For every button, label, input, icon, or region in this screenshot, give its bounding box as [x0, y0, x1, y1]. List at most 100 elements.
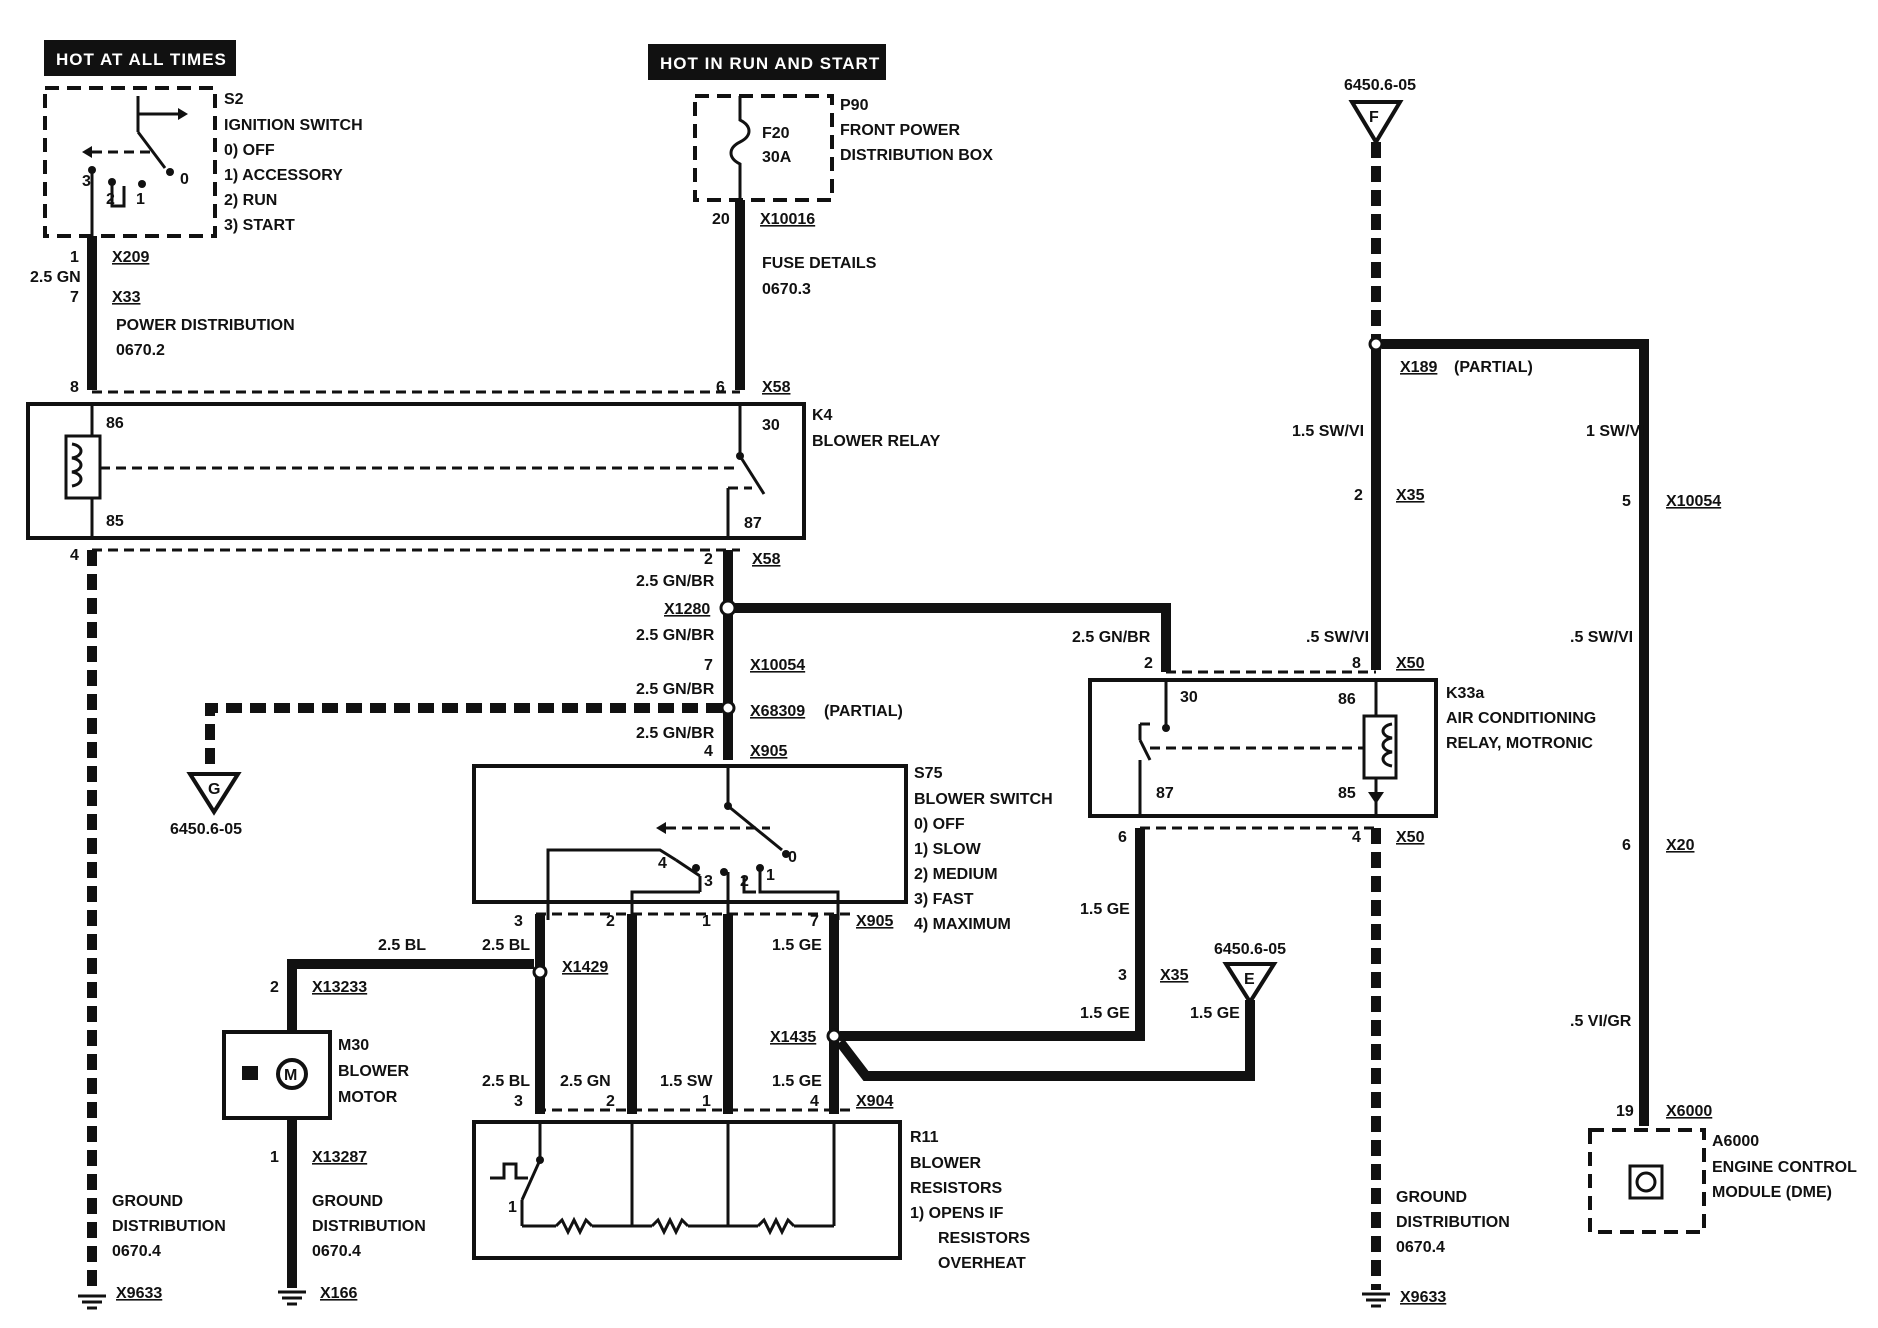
ground3-c: 0670.4	[1396, 1239, 1445, 1256]
wire-ge-2: 1.5 GE	[772, 1073, 822, 1090]
k4-terminal-30: 30	[762, 417, 780, 434]
s75-pin-7: 7	[810, 913, 819, 930]
ref-g-number: 6450.6-05	[170, 821, 242, 838]
connector-x166: X166	[320, 1285, 357, 1302]
wire-ge-1: 1.5 GE	[772, 937, 822, 954]
wire-ge-3: 1.5 GE	[1080, 1005, 1130, 1022]
pin-x10054-5: 5	[1622, 493, 1631, 510]
ac-relay-box	[1088, 678, 1438, 818]
pin-x35-2: 2	[1354, 487, 1363, 504]
dme-module-icon	[1628, 1164, 1664, 1200]
connector-x1435: X1435	[770, 1029, 816, 1046]
hot-at-all-times-label: HOT AT ALL TIMES	[56, 50, 227, 69]
k33a-id: K33a	[1446, 685, 1484, 702]
splice-x1429	[532, 964, 548, 980]
s2-pos-2: 2) RUN	[224, 192, 277, 209]
connector-x20: X20	[1666, 837, 1695, 854]
pin-k4-6: 6	[716, 379, 725, 396]
ground2-a: GROUND	[312, 1193, 383, 1210]
s2-pos-3: 3) START	[224, 217, 295, 234]
motor-feed-wire	[287, 959, 534, 1032]
connector-x50-bottom: X50	[1396, 829, 1425, 846]
blower-resistors-symbol	[490, 1122, 836, 1236]
k33a-terminal-30: 30	[1180, 689, 1198, 706]
r11-note2: RESISTORS	[938, 1230, 1031, 1247]
wire-gnbr-3: 2.5 GN/BR	[636, 681, 715, 698]
m30-name1: BLOWER	[338, 1063, 410, 1080]
blower-relay-contact	[726, 404, 766, 538]
wire-gnbr-2: 2.5 GN/BR	[636, 627, 715, 644]
r11-pin-1: 1	[702, 1093, 711, 1110]
power-distribution-label: POWER DISTRIBUTION	[116, 317, 295, 334]
k33a-terminal-85: 85	[1338, 785, 1356, 802]
x189-partial: (PARTIAL)	[1454, 359, 1533, 376]
s75-id: S75	[914, 765, 943, 782]
power-distribution-ref: 0670.2	[116, 342, 165, 359]
r11-note1: 1) OPENS IF	[910, 1205, 1004, 1222]
pin-x13287: 1	[270, 1149, 279, 1166]
ground3-b: DISTRIBUTION	[1396, 1214, 1510, 1231]
wire-bl-2: 2.5 BL	[482, 937, 530, 954]
wire-sw: 1.5 SW	[660, 1073, 713, 1090]
wire-swvi-1: 1.5 SW/VI	[1292, 423, 1364, 440]
r11-pin-4: 4	[810, 1093, 819, 1110]
s75-contact-3: 3	[704, 873, 713, 890]
ground-symbol-x9633-right	[1362, 1292, 1390, 1308]
connector-x33: X33	[112, 289, 141, 306]
s2-pin0: 0	[180, 171, 189, 188]
blower-motor-m: M	[284, 1067, 297, 1084]
k4-name: BLOWER RELAY	[812, 433, 941, 450]
k33a-terminal-87: 87	[1156, 785, 1174, 802]
connector-x68309: X68309	[750, 703, 805, 720]
p90-name1: FRONT POWER	[840, 122, 960, 139]
connector-x35-top: X35	[1396, 487, 1425, 504]
connector-x904: X904	[856, 1093, 893, 1110]
wire-vigr: .5 VI/GR	[1570, 1013, 1632, 1030]
splice-x68309	[720, 700, 736, 716]
s75-contact-4: 4	[658, 855, 667, 872]
ground2-b: DISTRIBUTION	[312, 1218, 426, 1235]
connector-x35-bottom: X35	[1160, 967, 1189, 984]
pin-k4-8: 8	[70, 379, 79, 396]
connector-x13287: X13287	[312, 1149, 367, 1166]
wire-gn: 2.5 GN	[560, 1073, 611, 1090]
pin-k33a-8: 8	[1352, 655, 1361, 672]
a6000-name2: MODULE (DME)	[1712, 1184, 1832, 1201]
wire-x1435-to-e	[836, 1000, 1255, 1081]
wire-gnbr-1: 2.5 GN/BR	[636, 573, 715, 590]
p90-id: P90	[840, 97, 869, 114]
s2-pos-1: 1) ACCESSORY	[224, 167, 343, 184]
ground1-c: 0670.4	[112, 1243, 161, 1260]
connector-x9633-right: X9633	[1400, 1289, 1446, 1306]
pin-x20-6: 6	[1622, 837, 1631, 854]
a6000-name1: ENGINE CONTROL	[1712, 1159, 1857, 1176]
ref-g-letter: G	[208, 781, 220, 798]
ac-relay-coil	[1150, 680, 1398, 816]
front-power-distribution-box	[693, 94, 834, 202]
k33a-terminal-86: 86	[1338, 691, 1356, 708]
connector-x1280: X1280	[664, 601, 710, 618]
connector-x10054-left: X10054	[750, 657, 805, 674]
hot-in-run-tag	[648, 44, 886, 80]
pin-x905-4: 4	[704, 743, 713, 760]
ignition-switch-box	[43, 86, 217, 238]
branch-to-g-wire	[205, 703, 722, 772]
ref-e-number: 6450.6-05	[1214, 941, 1286, 958]
wire-ge-4: 1.5 GE	[1190, 1005, 1240, 1022]
r11-name1: BLOWER	[910, 1155, 982, 1172]
connector-x10054-right: X10054	[1666, 493, 1721, 510]
r11-pin-2: 2	[606, 1093, 615, 1110]
wire-swvi-2: 1 SW/VI	[1586, 423, 1645, 440]
fuse-f20-symbol	[729, 96, 751, 200]
engine-control-module-box	[1588, 1128, 1706, 1234]
wire-to-dme	[1382, 339, 1649, 1126]
ac-relay-contact	[1138, 680, 1170, 816]
k4-id: K4	[812, 407, 833, 424]
pin-x13233: 2	[270, 979, 279, 996]
s75-pin-1: 1	[702, 913, 711, 930]
s75-pos-0: 0) OFF	[914, 816, 965, 833]
branch-to-k33a-wire	[735, 603, 1171, 672]
wire-gnbr-5: 2.5 GN/BR	[1072, 629, 1151, 646]
ref-e-letter: E	[1244, 971, 1255, 988]
ground-symbol-x166	[278, 1290, 306, 1306]
